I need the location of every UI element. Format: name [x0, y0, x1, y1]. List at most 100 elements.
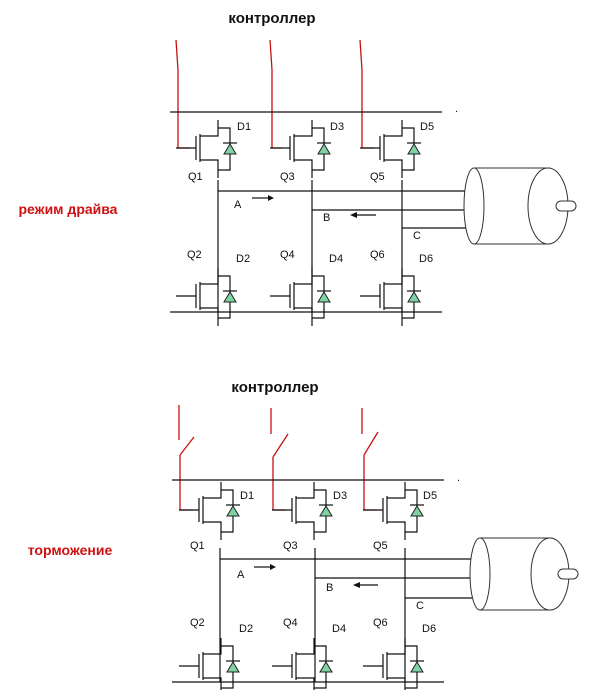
control-lines: [175, 39, 374, 149]
diode-label: D1: [240, 490, 254, 502]
diode-icon: [223, 291, 237, 303]
open-contact-q1: [179, 436, 195, 456]
diode-icon: [317, 291, 331, 303]
diode-label: D2: [239, 623, 253, 635]
switch-q2: Q2 D2: [176, 249, 250, 326]
diode-icon: [410, 661, 424, 673]
mosfet-symbol: [176, 268, 237, 326]
phase-c-label: C: [416, 600, 424, 612]
diode-label: D2: [236, 253, 250, 265]
switch-label: Q6: [370, 249, 385, 261]
source-lead: [294, 159, 313, 178]
diode-icon: [226, 505, 240, 517]
diode-icon: [317, 143, 331, 155]
mosfet-symbol: [363, 482, 424, 540]
mosfet-symbol: [363, 638, 424, 690]
switch-label: Q5: [373, 540, 388, 552]
source-lead: [200, 159, 219, 178]
switch-label: Q1: [188, 171, 203, 183]
switch-label: Q2: [187, 249, 202, 261]
drain-lead: [387, 638, 406, 655]
diode-icon: [410, 505, 424, 517]
diode-icon: [226, 661, 240, 673]
switch-q3: Q3 D3: [270, 120, 344, 183]
drain-lead: [296, 638, 315, 655]
control-line-q5: [359, 39, 374, 149]
switch-label: Q1: [190, 540, 205, 552]
svg-text:.: .: [455, 103, 458, 115]
switch-q4: Q4 D4: [272, 617, 346, 690]
switch-label: Q6: [373, 617, 388, 629]
diode-label: D6: [419, 253, 433, 265]
switch-label: Q5: [370, 171, 385, 183]
switch-q6: Q6 D6: [363, 617, 436, 690]
switch-label: Q2: [190, 617, 205, 629]
diagram-braking-mode: контроллер торможение .: [28, 379, 579, 690]
drain-lead: [203, 638, 222, 655]
motor: [469, 537, 579, 611]
drain-lead: [294, 120, 313, 137]
mosfet-symbol: [179, 482, 240, 540]
drain-lead: [296, 482, 315, 499]
open-contact-q3: [272, 433, 289, 458]
drain-lead: [384, 268, 403, 285]
mosfet-symbol: [270, 120, 331, 178]
mode-label-drive: режим драйва: [19, 201, 118, 217]
motor-shaft: [555, 200, 577, 212]
control-line-q1: [175, 39, 190, 149]
diode-label: D5: [420, 121, 434, 133]
drain-lead: [200, 268, 219, 285]
diode-icon: [223, 143, 237, 155]
source-lead: [387, 521, 406, 540]
diode-label: D6: [422, 623, 436, 635]
drain-lead: [203, 482, 222, 499]
motor: [463, 167, 577, 245]
switch-q3: Q3 D3: [272, 482, 347, 552]
diode-label: D4: [332, 623, 346, 635]
controller-title: контроллер: [231, 379, 318, 396]
controller-title: контроллер: [228, 10, 315, 27]
source-lead: [384, 159, 403, 178]
switch-q1: Q1 D1: [179, 482, 254, 552]
diode-icon: [407, 143, 421, 155]
switch-q1: Q1 D1: [176, 120, 251, 183]
source-lead: [203, 521, 222, 540]
drain-lead: [294, 268, 313, 285]
mosfet-symbol: [360, 120, 421, 178]
control-lines-open: [178, 405, 379, 511]
switch-q6: Q6 D6: [360, 249, 433, 326]
mosfet-symbol: [272, 482, 333, 540]
diode-label: D5: [423, 490, 437, 502]
diode-label: D1: [237, 121, 251, 133]
switch-q5: Q5 D5: [363, 482, 437, 552]
switch-q4: Q4 D4: [270, 249, 343, 326]
switch-label: Q3: [283, 540, 298, 552]
phase-b-label: B: [326, 582, 333, 594]
motor-shaft: [557, 568, 579, 580]
diode-icon: [319, 661, 333, 673]
source-lead: [387, 677, 406, 690]
drain-lead: [200, 120, 219, 137]
diode-icon: [407, 291, 421, 303]
mosfet-symbol: [272, 638, 333, 690]
mosfet-symbol: [270, 268, 331, 326]
diagram-drive-mode: контроллер режим драйва . A B C: [19, 10, 577, 326]
switch-label: Q3: [280, 171, 295, 183]
drain-lead: [387, 482, 406, 499]
open-contact-q5: [363, 431, 379, 456]
source-lead: [200, 307, 219, 326]
mosfet-symbol: [179, 638, 240, 690]
source-lead: [384, 307, 403, 326]
switch-label: Q4: [280, 249, 295, 261]
phase-a-label: A: [234, 199, 242, 211]
control-line-q3: [269, 39, 282, 149]
drain-lead: [384, 120, 403, 137]
diode-label: D3: [333, 490, 347, 502]
svg-text:.: .: [457, 472, 460, 484]
mode-label-braking: торможение: [28, 542, 113, 558]
diode-label: D3: [330, 121, 344, 133]
phase-b-label: B: [323, 212, 330, 224]
diode-label: D4: [329, 253, 343, 265]
phase-a-label: A: [237, 569, 245, 581]
